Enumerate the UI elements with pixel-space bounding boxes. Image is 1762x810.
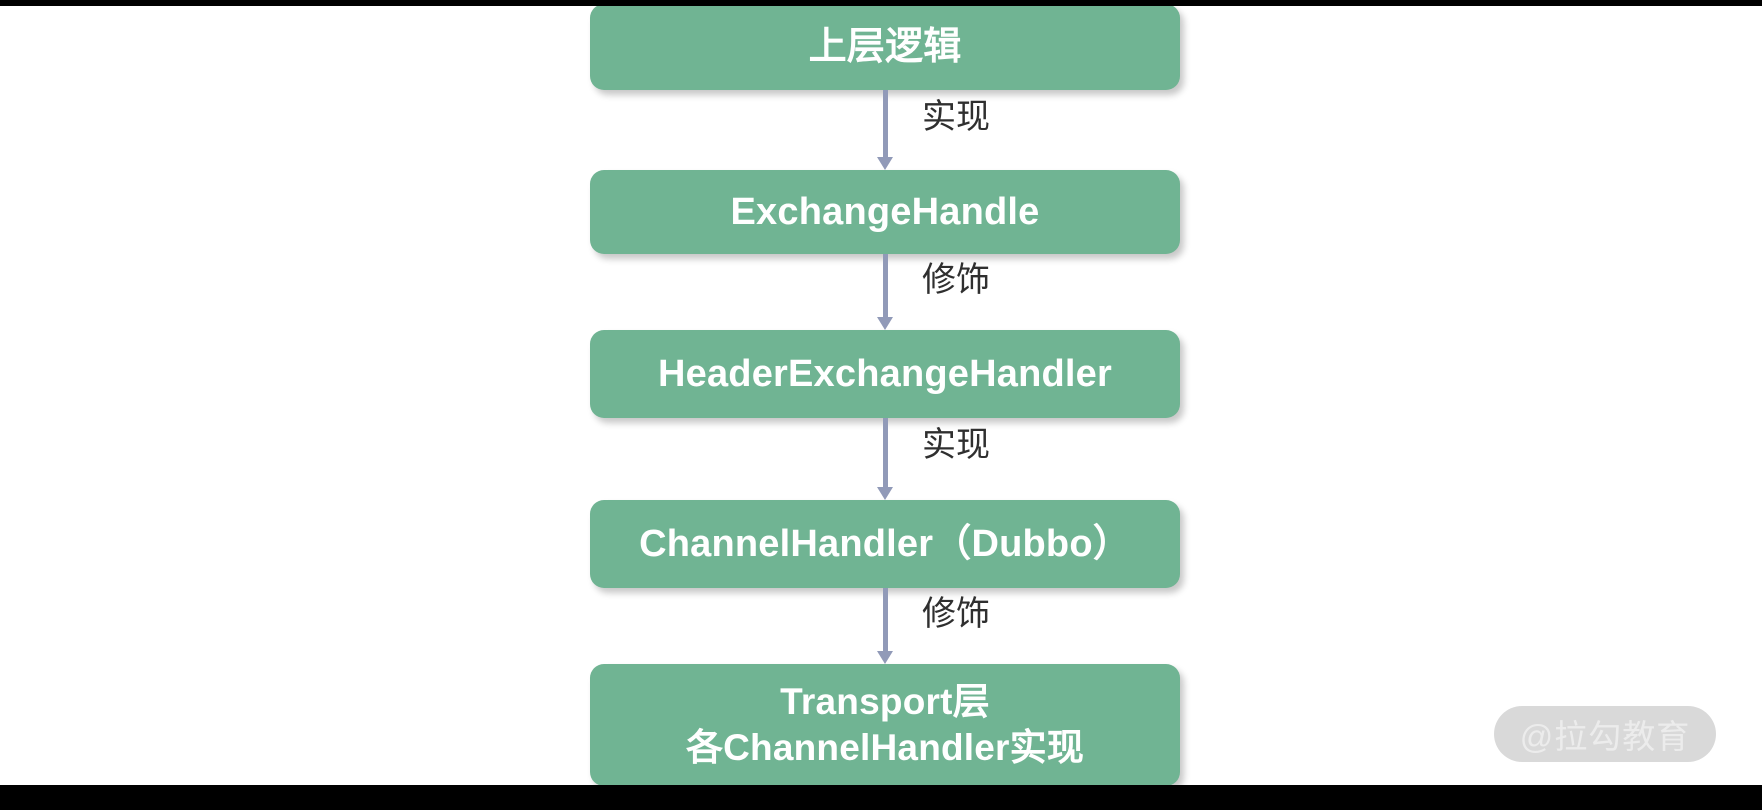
watermark-badge: @拉勾教育 bbox=[1494, 706, 1716, 762]
connector-channel-handler-to-transport-layer bbox=[877, 588, 893, 664]
connector-shaft bbox=[883, 254, 888, 317]
connector-shaft bbox=[883, 418, 888, 487]
letterbox-top bbox=[0, 0, 1762, 6]
arrowhead-icon bbox=[877, 157, 893, 170]
node-label: 上层逻辑 bbox=[808, 25, 962, 68]
watermark-text: @拉勾教育 bbox=[1519, 718, 1691, 755]
node-channel-handler-dubbo[interactable]: ChannelHandler（Dubbo） bbox=[590, 500, 1180, 588]
connector-upper-logic-to-exchange-handle bbox=[877, 90, 893, 170]
connector-shaft bbox=[883, 90, 888, 157]
node-upper-logic[interactable]: 上层逻辑 bbox=[590, 4, 1180, 90]
edge-label-decorates-1: 修饰 bbox=[922, 261, 990, 299]
node-label: Transport层 各ChannelHandler实现 bbox=[685, 680, 1085, 768]
arrowhead-icon bbox=[877, 487, 893, 500]
edge-label-implements-1: 实现 bbox=[922, 98, 990, 136]
arrowhead-icon bbox=[877, 651, 893, 664]
edge-label-decorates-2: 修饰 bbox=[922, 595, 990, 633]
arrowhead-icon bbox=[877, 317, 893, 330]
node-label: ChannelHandler（Dubbo） bbox=[639, 522, 1131, 565]
node-label: ExchangeHandle bbox=[730, 190, 1040, 233]
node-label: HeaderExchangeHandler bbox=[657, 352, 1113, 395]
edge-label-implements-2: 实现 bbox=[922, 426, 990, 464]
letterbox-bottom bbox=[0, 785, 1762, 810]
node-header-exchange-handler[interactable]: HeaderExchangeHandler bbox=[590, 330, 1180, 418]
connector-shaft bbox=[883, 588, 888, 651]
connector-exchange-handle-to-header-exchange-handler bbox=[877, 254, 893, 330]
connector-header-exchange-handler-to-channel-handler bbox=[877, 418, 893, 500]
node-transport-layer[interactable]: Transport层 各ChannelHandler实现 bbox=[590, 664, 1180, 786]
node-exchange-handle[interactable]: ExchangeHandle bbox=[590, 170, 1180, 254]
